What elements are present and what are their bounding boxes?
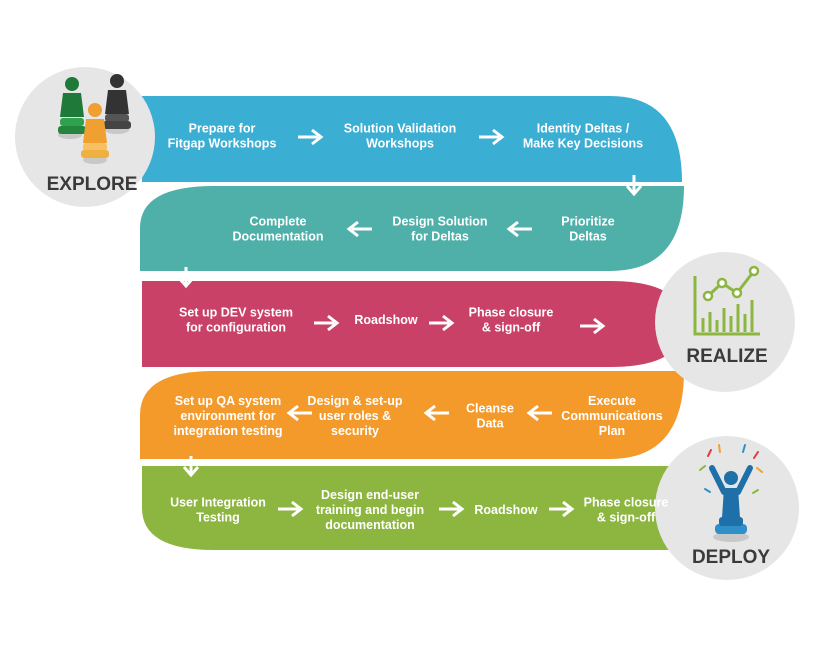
step-line: Prioritize [561, 215, 615, 229]
step-line: for configuration [186, 321, 286, 335]
band-row3 [142, 281, 684, 367]
arrow-right-icon [549, 500, 575, 518]
step-row5-3: Roadshow [474, 503, 537, 517]
step-line: user roles & [319, 409, 391, 423]
celebrating-person-icon [699, 444, 763, 542]
line-chart-icon [693, 265, 760, 336]
step-line: Phase closure [584, 496, 669, 510]
step-line: Design & set-up [307, 394, 403, 408]
arrow-down-icon [625, 175, 643, 197]
step-line: Workshops [366, 137, 434, 151]
explore-label: EXPLORE [47, 174, 138, 195]
step-line: documentation [325, 518, 415, 532]
arrows-layer [177, 128, 643, 518]
step-line: User Integration [170, 496, 266, 510]
step-line: Set up DEV system [179, 306, 293, 320]
step-row1-3: Identity Deltas /Make Key Decisions [523, 122, 643, 151]
step-line: for Deltas [411, 230, 469, 244]
step-line: Roadshow [354, 313, 417, 327]
step-line: Roadshow [474, 503, 537, 517]
step-line: Make Key Decisions [523, 137, 643, 151]
step-line: Identity Deltas / [537, 122, 630, 136]
step-line: Set up QA system [175, 394, 282, 408]
band-row4 [140, 371, 684, 459]
arrow-left-icon [526, 404, 552, 422]
step-line: Design end-user [321, 488, 419, 502]
step-line: security [331, 424, 379, 438]
step-line: Communications [561, 409, 662, 423]
band-row5 [142, 466, 684, 550]
step-line: Testing [196, 511, 240, 525]
step-line: Solution Validation [344, 122, 457, 136]
realize-label: REALIZE [686, 346, 767, 367]
step-line: Documentation [233, 230, 324, 244]
step-line: Complete [250, 215, 307, 229]
step-line: & sign-off [482, 321, 541, 335]
arrow-right-icon [278, 500, 304, 518]
step-line: Design Solution [392, 215, 487, 229]
arrow-right-icon [429, 314, 455, 332]
band-row2 [140, 186, 684, 271]
step-line: Deltas [569, 230, 607, 244]
arrow-down-icon [182, 456, 200, 478]
arrow-right-icon [439, 500, 465, 518]
arrow-right-icon [298, 128, 324, 146]
step-line: Cleanse [466, 402, 514, 416]
arrow-left-icon [346, 220, 372, 238]
arrow-left-icon [423, 404, 449, 422]
step-line: integration testing [173, 424, 282, 438]
step-line: environment for [180, 409, 275, 423]
arrow-right-icon [479, 128, 505, 146]
arrow-left-icon [286, 404, 312, 422]
step-line: Execute [588, 394, 636, 408]
deploy-label: DEPLOY [692, 547, 770, 568]
step-line: Data [476, 417, 504, 431]
step-line: Prepare for [189, 122, 256, 136]
arrow-left-icon [506, 220, 532, 238]
people-pawns-icon [58, 74, 131, 164]
step-line: & sign-off [597, 511, 656, 525]
step-row3-3: Phase closure& sign-off [469, 306, 554, 335]
step-line: training and begin [316, 503, 424, 517]
band-row1 [142, 96, 682, 182]
arrow-down-icon [177, 267, 195, 289]
arrow-right-icon [580, 317, 606, 335]
step-row3-2: Roadshow [354, 313, 417, 327]
step-line: Phase closure [469, 306, 554, 320]
step-row5-4: Phase closure& sign-off [584, 496, 669, 525]
step-line: Plan [599, 424, 625, 438]
arrow-right-icon [314, 314, 340, 332]
step-line: Fitgap Workshops [168, 137, 277, 151]
